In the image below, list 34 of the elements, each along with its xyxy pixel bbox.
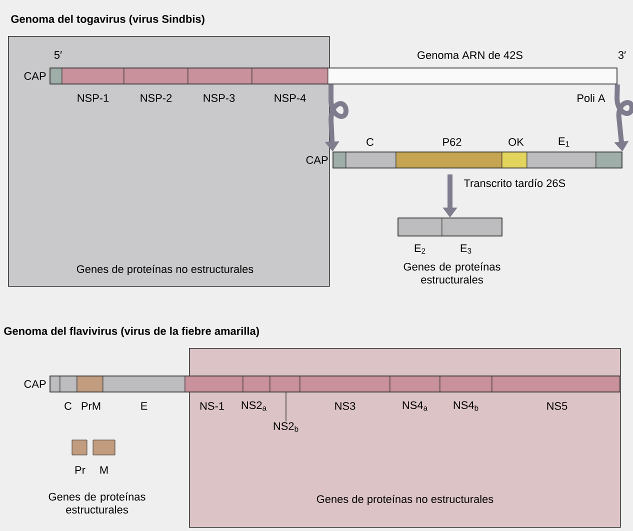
segment-label: PrM: [82, 402, 100, 410]
end-label: 5′: [54, 51, 62, 59]
segment-label: P62: [443, 138, 462, 146]
segment-label: C: [366, 138, 374, 146]
segment-label: E$_{3}$: [460, 244, 472, 254]
segment-label: NSP-1: [78, 94, 109, 102]
caption-text: Genes de proteínas estructurales: [404, 262, 500, 284]
segment-label: NS2$_{b}$: [272, 422, 300, 432]
caption-text: Genes de proteínas estructurales: [48, 492, 146, 514]
segment-label: OK: [508, 138, 524, 146]
bar-label: Transcrito tardío 26S: [464, 178, 566, 188]
segment-label: E$_{2}$: [414, 244, 426, 254]
segment-label: NSP-3: [204, 94, 235, 102]
cap-label: CAP: [24, 72, 46, 80]
segment-label: NSP-4: [274, 94, 306, 102]
segment-label: NS5: [547, 402, 568, 410]
segment-label: NS2$_{a}$: [242, 401, 267, 411]
segment-label: NS-1: [200, 402, 224, 410]
cap-label: CAP: [24, 380, 46, 388]
segment-label: E: [141, 402, 148, 410]
end-label: 3′: [618, 51, 626, 59]
bar-label: Genoma ARN de 42S: [418, 50, 522, 60]
segment-label: NS3: [335, 402, 356, 410]
cap-label: CAP: [306, 156, 328, 164]
section-heading: Genoma del togavirus (virus Sindbis): [11, 14, 204, 26]
segment-label: NS4$_{b}$: [454, 401, 478, 411]
section-heading: Genoma del flavivirus (virus de la fiebre amarilla): [4, 326, 259, 338]
segment-label: Pr: [75, 466, 86, 474]
segment-label: M: [100, 466, 108, 474]
tail-label: Poli A: [578, 94, 606, 102]
segment-label: E$_{1}$: [558, 137, 570, 147]
segment-label: NSP-2: [140, 94, 172, 102]
segment-label: C: [64, 402, 72, 410]
segment-label: NS4$_{a}$: [402, 401, 428, 411]
